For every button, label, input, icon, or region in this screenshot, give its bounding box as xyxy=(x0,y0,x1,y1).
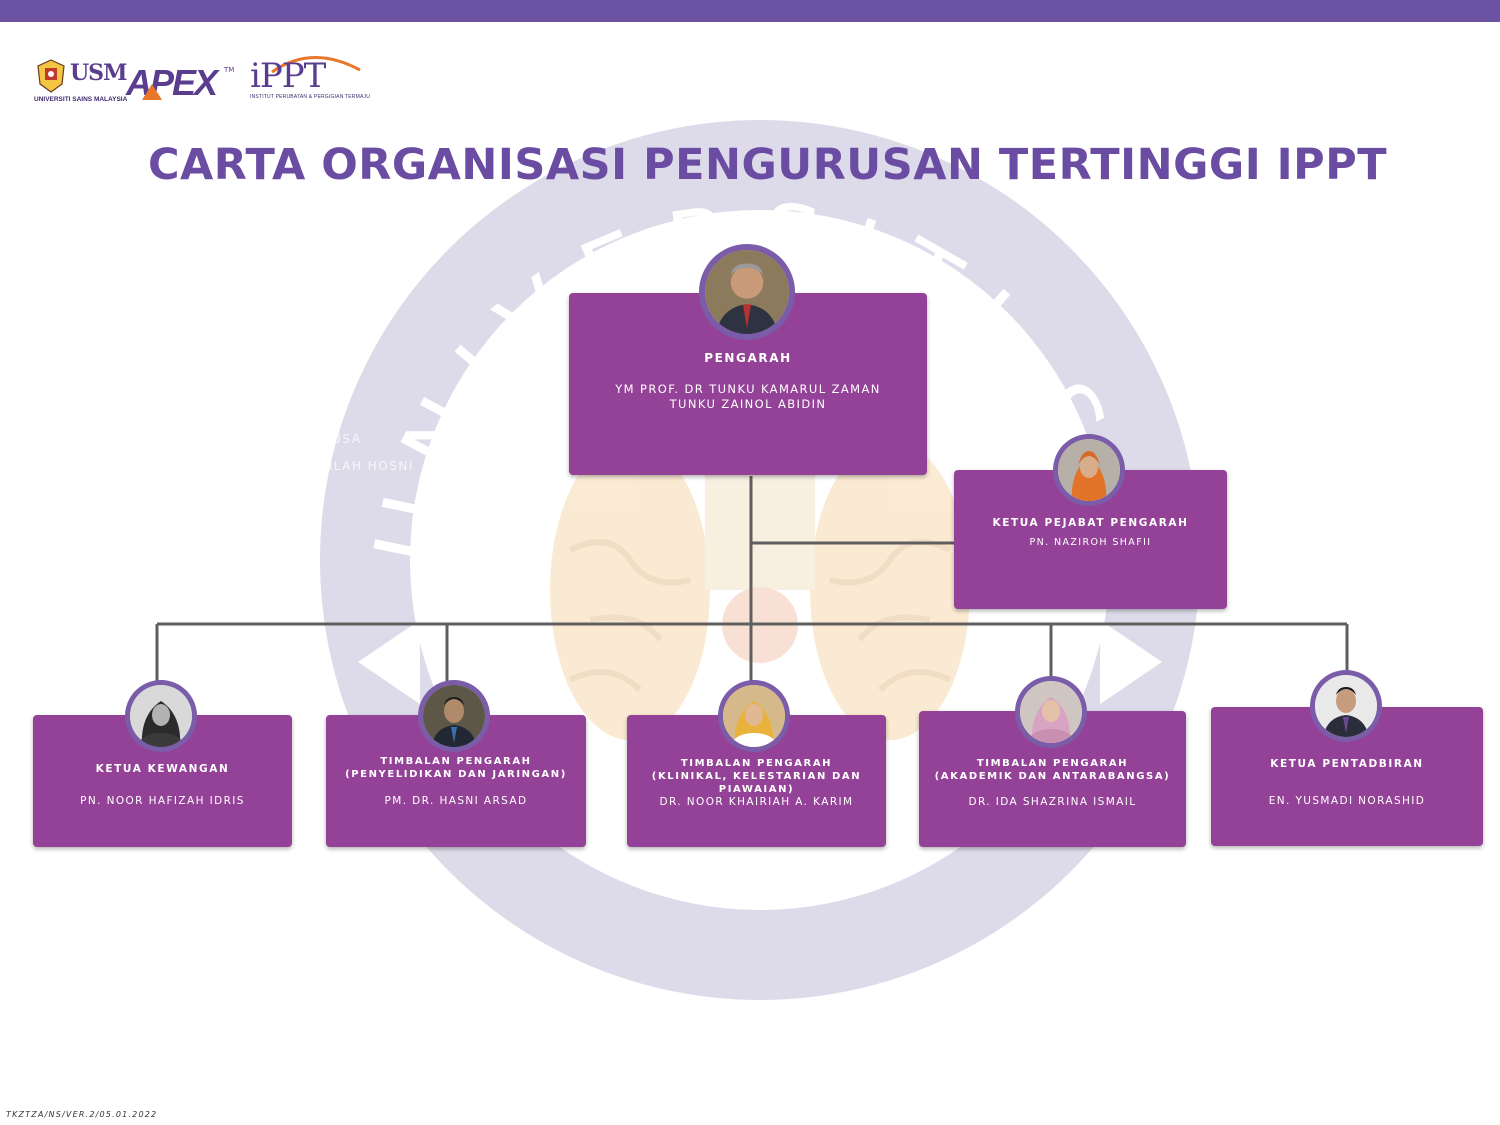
finance-name: PN. NOOR HAFIZAH IDRIS xyxy=(80,795,245,807)
deputy-clinical-role-line1: TIMBALAN PENGARAH xyxy=(680,758,833,769)
admin-photo-icon xyxy=(1315,675,1377,737)
deputy-clinical-role-line2: (KLINIKAL, KELESTARIAN DAN PIAWAIAN) xyxy=(651,771,862,795)
apex-logo: APEX TM xyxy=(126,54,234,106)
ghost-text-line2: DILAH HOSNI xyxy=(318,459,414,473)
deputy-clinical-photo-icon xyxy=(723,685,785,747)
finance-photo-icon xyxy=(130,685,192,747)
office-head-avatar xyxy=(1053,434,1125,506)
deputy-academic-role-line2: (AKADEMIK DAN ANTARABANGSA) xyxy=(934,771,1171,782)
usm-crest-icon xyxy=(37,59,65,93)
ippt-swoosh-icon xyxy=(271,56,361,74)
apex-trademark: TM xyxy=(224,66,235,74)
office-head-name: PN. NAZIROH SHAFII xyxy=(1029,537,1152,548)
office-head-role: KETUA PEJABAT PENGARAH xyxy=(992,517,1189,529)
admin-role: KETUA PENTADBIRAN xyxy=(1270,758,1424,770)
logo-strip: USM UNIVERSITI SAINS MALAYSIA APEX TM iP… xyxy=(34,50,370,106)
deputy-academic-photo-icon xyxy=(1020,681,1082,743)
deputy-academic-avatar xyxy=(1015,676,1087,748)
office-head-photo-icon xyxy=(1058,439,1120,501)
apex-logo-text: APEX xyxy=(126,62,218,103)
director-photo-icon xyxy=(705,250,789,334)
deputy-clinical-name: DR. NOOR KHAIRIAH A. KARIM xyxy=(659,796,854,808)
office-head-box: KETUA PEJABAT PENGARAH PN. NAZIROH SHAFI… xyxy=(954,470,1227,609)
ippt-logo-subtitle: INSTITUT PERUBATAN & PERGIGIAN TERMAJU xyxy=(250,94,371,100)
ghost-text-line1: T USA xyxy=(318,432,362,446)
usm-logo: USM UNIVERSITI SAINS MALAYSIA xyxy=(34,54,127,106)
apex-triangle-icon xyxy=(142,84,162,100)
usm-logo-text: USM xyxy=(70,60,127,86)
deputy-research-photo-icon xyxy=(423,685,485,747)
deputy-research-role-line1: TIMBALAN PENGARAH xyxy=(380,756,532,767)
deputy-academic-name: DR. IDA SHAZRINA ISMAIL xyxy=(968,796,1137,808)
usm-logo-subtitle: UNIVERSITI SAINS MALAYSIA xyxy=(34,96,128,103)
deputy-research-role-line2: (PENYELIDIKAN DAN JARINGAN) xyxy=(345,769,567,780)
top-accent-bar xyxy=(0,0,1500,22)
deputy-clinical-avatar xyxy=(718,680,790,752)
deputy-academic-role-line1: TIMBALAN PENGARAH xyxy=(976,758,1129,769)
deputy-research-name: PM. DR. HASNI ARSAD xyxy=(384,795,528,807)
ippt-logo-text: iPPT xyxy=(250,56,326,96)
admin-avatar xyxy=(1310,670,1382,742)
director-name-line2: TUNKU ZAINOL ABIDIN xyxy=(669,397,827,411)
deputy-research-avatar xyxy=(418,680,490,752)
director-role: PENGARAH xyxy=(704,351,792,365)
ippt-logo: iPPT INSTITUT PERUBATAN & PERGIGIAN TERM… xyxy=(246,50,370,106)
finance-avatar xyxy=(125,680,197,752)
director-avatar xyxy=(699,244,795,340)
director-name-line1: YM PROF. DR TUNKU KAMARUL ZAMAN xyxy=(615,382,881,396)
page-title: CARTA ORGANISASI PENGURUSAN TERTINGGI IP… xyxy=(147,140,1388,190)
document-version-code: TKZTZA/NS/VER.2/05.01.2022 xyxy=(6,1110,158,1119)
admin-name: EN. YUSMADI NORASHID xyxy=(1268,795,1426,807)
finance-role: KETUA KEWANGAN xyxy=(95,763,230,775)
